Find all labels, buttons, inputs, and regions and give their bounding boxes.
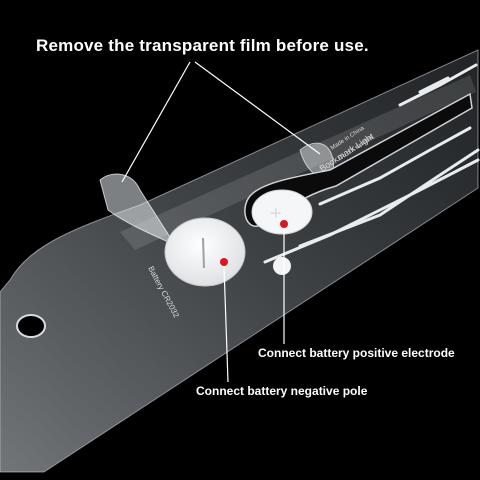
film-removal-caption: Remove the transparent film before use. bbox=[36, 36, 369, 55]
callout-lines bbox=[121, 61, 321, 383]
title-callout-left bbox=[121, 61, 191, 183]
negative-callout bbox=[223, 265, 229, 383]
title-callout-right bbox=[194, 61, 321, 155]
circuit-lines bbox=[263, 63, 480, 264]
negative-pole-caption: Connect battery negative pole bbox=[196, 384, 368, 398]
positive-red-dot bbox=[280, 220, 288, 228]
minus-mark bbox=[202, 237, 205, 269]
plus-sign: + bbox=[270, 203, 282, 225]
strip-highlight bbox=[120, 75, 476, 250]
black-track bbox=[244, 92, 473, 227]
positive-contact bbox=[251, 189, 313, 235]
negative-red-dot bbox=[220, 258, 228, 266]
battery-coin bbox=[164, 217, 246, 287]
hang-hole bbox=[16, 314, 46, 338]
contact-pad bbox=[273, 257, 291, 275]
positive-electrode-caption: Connect battery positive electrode bbox=[258, 346, 455, 360]
